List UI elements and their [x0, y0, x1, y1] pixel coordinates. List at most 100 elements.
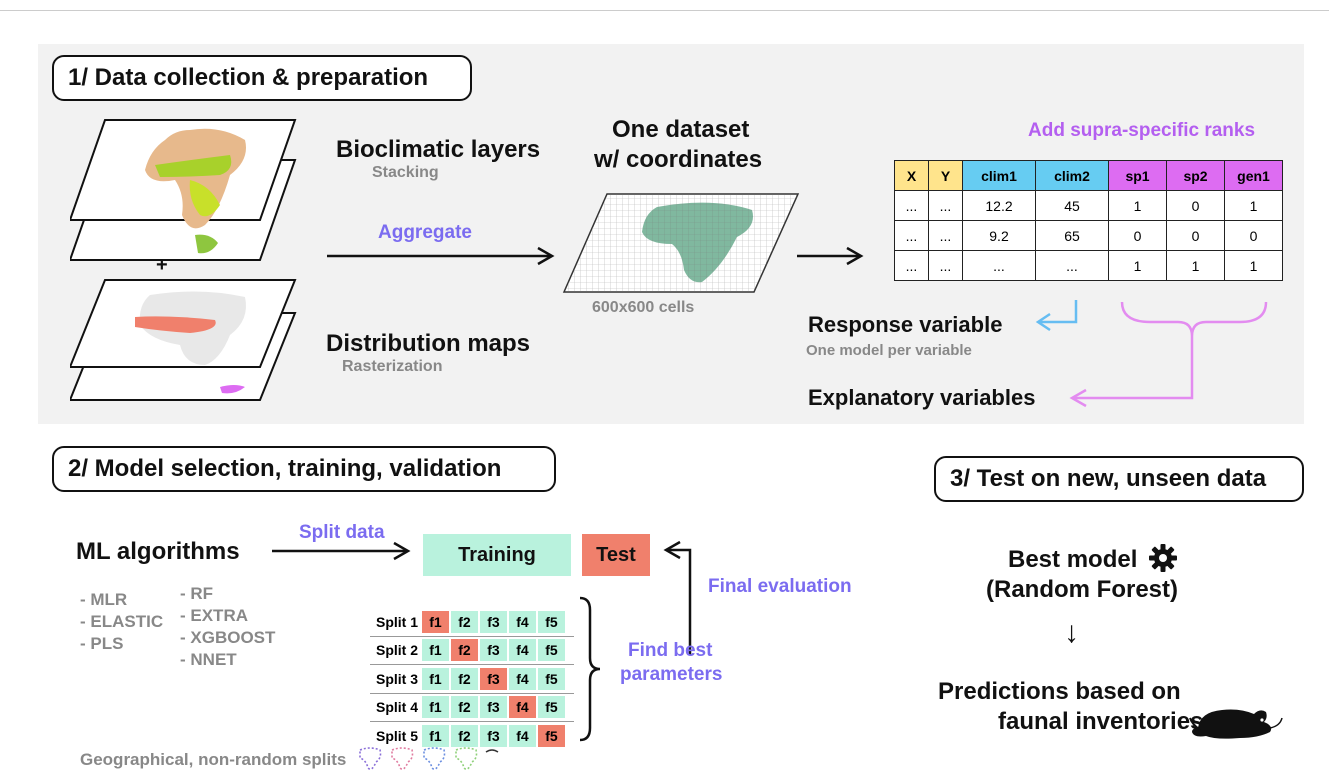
- table-cell: ...: [894, 250, 929, 281]
- fold-train: f3: [480, 639, 507, 661]
- cells-label: 600x600 cells: [592, 299, 695, 316]
- fold-train: f4: [509, 725, 536, 747]
- fold-train: f1: [422, 668, 449, 690]
- random-forest-label: (Random Forest): [986, 576, 1178, 603]
- col-sp2: sp2: [1166, 160, 1225, 191]
- section2-title: 2/ Model selection, training, validation: [52, 446, 556, 492]
- table-cell: ...: [1035, 250, 1109, 281]
- aggregate-arrow: [327, 246, 555, 266]
- find-best-1: Find best: [628, 640, 713, 661]
- geo-splits-label: Geographical, non-random splits: [80, 750, 347, 769]
- bioclimatic-label: Bioclimatic layers: [336, 136, 541, 163]
- algo-right-2: - EXTRA: [180, 606, 248, 625]
- table-cell: ...: [894, 190, 929, 221]
- final-eval-arrow: [663, 540, 692, 655]
- split-separator: [370, 664, 574, 665]
- explanatory-label: Explanatory variables: [808, 385, 1036, 410]
- split-label: Split 3: [375, 671, 418, 687]
- fold-train: f2: [451, 668, 478, 690]
- split-data-arrow: [272, 541, 411, 561]
- supra-specific-label: Add supra-specific ranks: [1028, 120, 1256, 141]
- table-arrow: [797, 246, 864, 266]
- distribution-maps-icon: [70, 279, 297, 401]
- table-cell: 1: [1224, 250, 1283, 281]
- dataset-table: X Y clim1 clim2 sp1 sp2 gen1 ... ... 12.…: [894, 160, 1283, 281]
- table-row: ... ... 12.2 45 1 0 1: [894, 190, 1283, 221]
- table-row: ... ... ... ... 1 1 1: [894, 250, 1283, 281]
- table-cell: 12.2: [962, 190, 1036, 221]
- split-label: Split 1: [375, 614, 418, 630]
- table-cell: 0: [1166, 220, 1225, 251]
- response-arrow: [1035, 300, 1078, 332]
- table-cell: ...: [962, 250, 1036, 281]
- predictions-label-1: Predictions based on: [938, 678, 1181, 705]
- col-sp1: sp1: [1108, 160, 1167, 191]
- table-cell: 1: [1108, 250, 1167, 281]
- table-cell: ...: [928, 250, 963, 281]
- aggregate-label: Aggregate: [378, 222, 472, 243]
- predictions-label-2: faunal inventories: [998, 708, 1204, 735]
- test-box: Test: [582, 534, 650, 576]
- fold-train: f2: [451, 611, 478, 633]
- fold-train: f5: [538, 696, 565, 718]
- algo-left-1: - MLR: [80, 590, 128, 609]
- table-cell: 65: [1035, 220, 1109, 251]
- algo-left-3: - PLS: [80, 634, 124, 653]
- algo-left-2: - ELASTIC: [80, 612, 164, 631]
- best-model-label: Best model: [1008, 546, 1138, 573]
- fold-test: f5: [538, 725, 565, 747]
- table-cell: 0: [1108, 220, 1167, 251]
- table-cell: 0: [1224, 220, 1283, 251]
- fold-train: f4: [509, 639, 536, 661]
- bioclimatic-sub: Stacking: [372, 164, 439, 181]
- response-label: Response variable: [808, 312, 1003, 337]
- fold-train: f3: [480, 611, 507, 633]
- final-eval-label: Final evaluation: [708, 576, 852, 597]
- table-cell: ...: [928, 220, 963, 251]
- section3-title: 3/ Test on new, unseen data: [934, 456, 1304, 502]
- rodent-icon: [1189, 709, 1283, 739]
- split-label: Split 5: [375, 728, 418, 744]
- fold-test: f3: [480, 668, 507, 690]
- algo-right-4: - NNET: [180, 650, 237, 669]
- fold-train: f5: [538, 639, 565, 661]
- fold-test: f2: [451, 639, 478, 661]
- table-cell: 9.2: [962, 220, 1036, 251]
- top-border: [0, 10, 1329, 11]
- explanatory-bracket: [1069, 301, 1268, 408]
- fold-train: f1: [422, 639, 449, 661]
- table-cell: ...: [894, 220, 929, 251]
- split-data-label: Split data: [299, 522, 385, 543]
- fold-train: f2: [451, 725, 478, 747]
- bioclimatic-layers-icon: [70, 119, 297, 261]
- split-separator: [370, 721, 574, 722]
- table-cell: 1: [1108, 190, 1167, 221]
- distribution-label: Distribution maps: [326, 330, 531, 357]
- response-sub: One model per variable: [806, 342, 972, 359]
- section1-title: 1/ Data collection & preparation: [52, 55, 472, 101]
- dataset-title-1: One dataset: [612, 116, 750, 143]
- fold-train: f1: [422, 696, 449, 718]
- col-clim1: clim1: [962, 160, 1036, 191]
- split-separator: [370, 693, 574, 694]
- dataset-title-2: w/ coordinates: [594, 146, 763, 173]
- fold-train: f3: [480, 725, 507, 747]
- table-row: ... ... 9.2 65 0 0 0: [894, 220, 1283, 251]
- table-cell: 45: [1035, 190, 1109, 221]
- dataset-grid-map: [562, 193, 800, 293]
- split-separator: [370, 636, 574, 637]
- geo-splits-maps-icon: [359, 747, 499, 770]
- fold-train: f4: [509, 668, 536, 690]
- plus-sign: +: [156, 254, 168, 276]
- fold-train: f2: [451, 696, 478, 718]
- table-cell: 0: [1166, 190, 1225, 221]
- split-label: Split 4: [375, 699, 418, 715]
- col-y: Y: [928, 160, 963, 191]
- table-cell: ...: [928, 190, 963, 221]
- fold-train: f5: [538, 611, 565, 633]
